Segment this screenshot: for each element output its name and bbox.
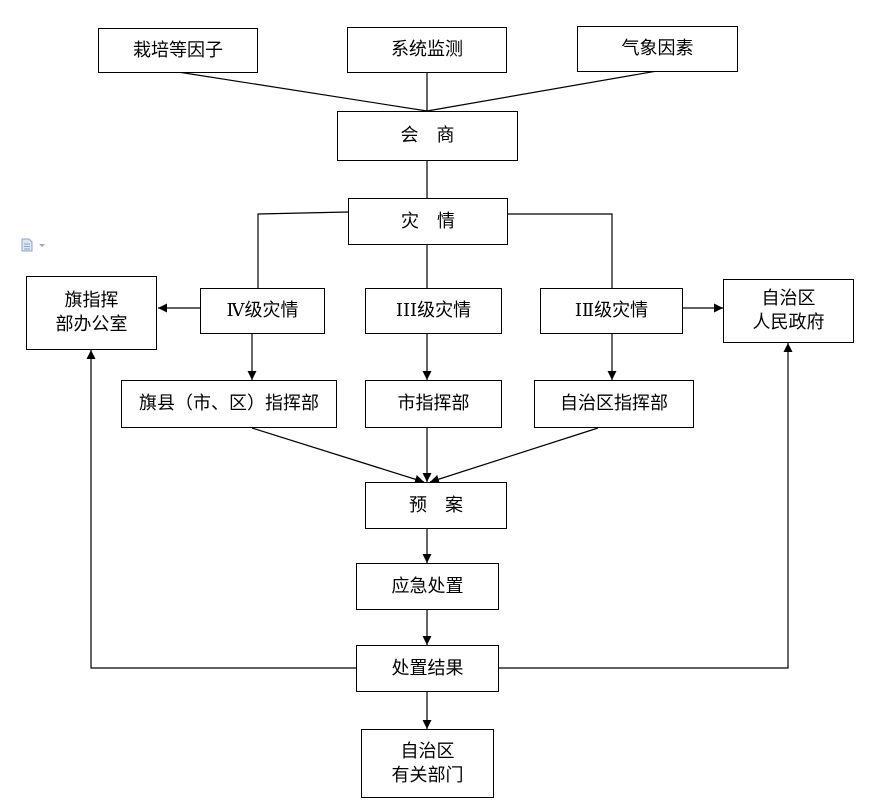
arrow-region-hq-plan: [429, 427, 599, 484]
arrow-result-region-gov: [498, 343, 793, 669]
node-city-hq: 市指挥部: [365, 380, 502, 428]
node-disaster: 灾 情: [348, 198, 508, 245]
node-region-gov: 自治区 人民政府: [723, 279, 854, 343]
arrow-county-hq-plan: [251, 427, 425, 484]
node-plan: 预 案: [365, 482, 507, 529]
connector-factors-consult: [177, 71, 428, 112]
node-weather: 气象因素: [577, 26, 738, 72]
node-level12: ⅠⅡ级灾情: [540, 288, 683, 334]
node-level3: III级灾情: [365, 288, 502, 334]
connector-disaster-level12: [507, 213, 613, 288]
connector-disaster-level4: [257, 211, 349, 288]
arrow-result-banner-office: [86, 350, 356, 669]
node-banner-office: 旗指挥 部办公室: [26, 276, 157, 350]
node-monitoring: 系统监测: [347, 27, 507, 73]
connector-weather-consult: [426, 70, 658, 112]
node-region-hq: 自治区指挥部: [534, 380, 694, 428]
node-county-hq: 旗县（市、区）指挥部: [121, 380, 337, 428]
node-emergency: 应急处置: [356, 563, 499, 610]
node-factors: 栽培等因子: [98, 28, 258, 73]
node-consult: 会 商: [337, 111, 518, 161]
node-region-depts: 自治区 有关部门: [361, 729, 494, 798]
node-level4: Ⅳ级灾情: [200, 288, 325, 334]
node-result: 处置结果: [356, 645, 499, 692]
document-icon[interactable]: [21, 238, 47, 252]
